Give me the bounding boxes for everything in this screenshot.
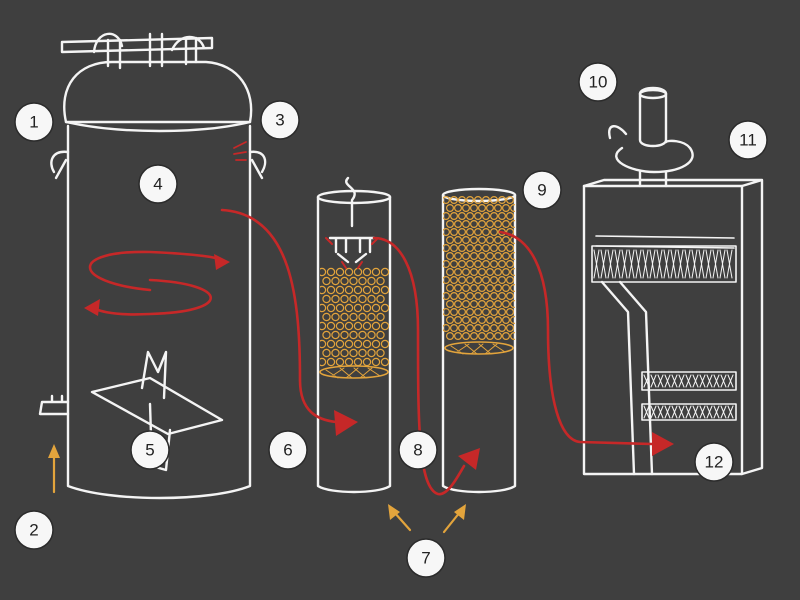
svg-text:12: 12 xyxy=(705,453,724,472)
svg-text:8: 8 xyxy=(413,441,422,460)
svg-text:3: 3 xyxy=(275,111,284,130)
svg-text:7: 7 xyxy=(421,549,430,568)
label-10: 10 xyxy=(578,62,618,102)
bioreactor-vessel xyxy=(38,32,267,500)
filter-element-top xyxy=(593,249,733,279)
filter-element-middle xyxy=(643,374,734,388)
label-7: 7 xyxy=(406,538,446,578)
inlet-port xyxy=(38,394,70,416)
label-1: 1 xyxy=(14,102,54,142)
svg-text:11: 11 xyxy=(739,131,757,150)
column-1-resin xyxy=(320,267,390,367)
filter-element-bottom xyxy=(643,405,734,419)
pointer-arrows xyxy=(48,444,466,534)
svg-text:4: 4 xyxy=(153,175,162,194)
vessel-body xyxy=(66,124,252,500)
sparger xyxy=(328,176,376,264)
lid-clamp-left xyxy=(50,150,70,180)
label-2: 2 xyxy=(14,510,54,550)
svg-text:2: 2 xyxy=(29,521,38,540)
outlet-mark xyxy=(233,141,247,161)
flow-arrows xyxy=(220,208,674,496)
svg-text:1: 1 xyxy=(29,113,38,132)
label-5: 5 xyxy=(130,430,170,470)
svg-text:6: 6 xyxy=(283,441,292,460)
column-2-resin xyxy=(443,196,515,341)
svg-text:9: 9 xyxy=(537,181,546,200)
filter-housing xyxy=(582,86,764,476)
label-4: 4 xyxy=(138,164,178,204)
label-8: 8 xyxy=(398,430,438,470)
column-2 xyxy=(441,187,517,494)
label-9: 9 xyxy=(522,170,562,210)
label-12: 12 xyxy=(694,442,734,482)
svg-text:5: 5 xyxy=(145,441,154,460)
stirring-arrows xyxy=(84,250,230,316)
vessel-top-ports xyxy=(60,32,214,70)
label-3: 3 xyxy=(260,100,300,140)
label-11: 11 xyxy=(728,120,768,160)
label-6: 6 xyxy=(268,430,308,470)
svg-text:10: 10 xyxy=(589,73,608,92)
column-1 xyxy=(316,176,392,494)
vessel-lid xyxy=(63,60,253,124)
lid-clamp-right xyxy=(248,150,267,180)
